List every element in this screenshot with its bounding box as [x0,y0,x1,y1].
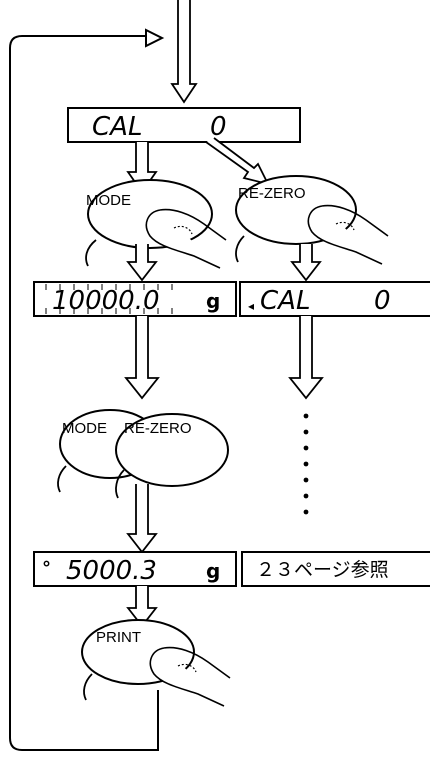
arrow-weight-to-keys [126,316,158,398]
continuation-dots [304,414,309,515]
mode-key[interactable]: MODE [86,180,226,268]
entry-arrow [172,0,196,102]
arrow-mode-to-weight [128,244,156,280]
cal-zero-repeat-mark: ◂ [248,299,254,313]
loop-arrowhead [146,30,162,46]
measured-mark: ° [42,558,51,579]
cal-zero-repeat-code: CAL [260,286,310,316]
measured-unit: g [206,559,220,583]
reference-text: ２３ページ参照 [256,559,389,581]
rezero-key-label: RE-ZERO [238,185,306,202]
mode-key-label: MODE [86,192,131,209]
print-key-label: PRINT [96,629,141,646]
cal-zero-value: 0 [210,112,227,142]
combo-mode-label: MODE [62,420,107,437]
measured-value: 5000.3 [66,556,157,586]
cal-zero-code: CAL [92,112,142,142]
print-key[interactable]: PRINT [82,620,230,706]
cal-weight-value: 10000.0 [52,286,160,316]
arrow-keys-to-result [128,484,156,552]
arrow-cal-to-continue [290,316,322,398]
combo-rezero-label: RE-ZERO [124,420,192,437]
cal-zero-repeat-value: 0 [374,286,391,316]
arrow-to-rezero-key [206,138,268,184]
arrow-rezero-to-cal [292,244,320,280]
cal-weight-unit: g [206,289,220,313]
